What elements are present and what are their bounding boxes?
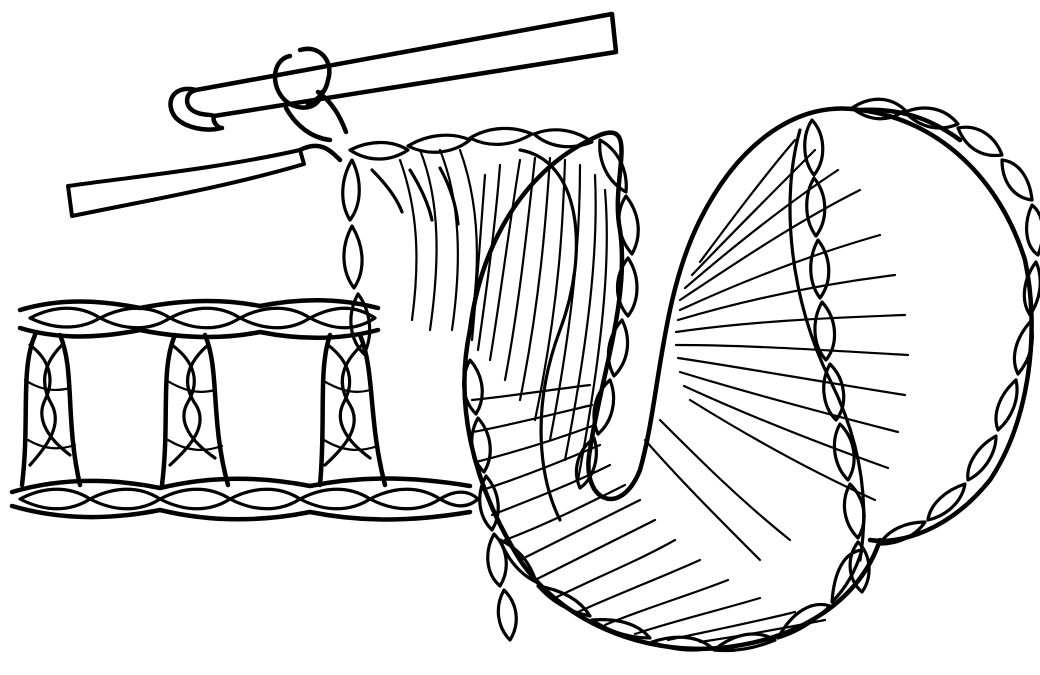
post-stitch-3	[320, 335, 385, 485]
top-chain-band	[20, 300, 378, 338]
crochet-hook	[170, 14, 616, 140]
post-stitch-1	[22, 335, 80, 485]
fan-lines-left-lobe	[472, 158, 607, 480]
working-yarn-tail	[68, 146, 340, 216]
foundation-chain	[12, 300, 478, 519]
spiral-stitch-fan	[343, 99, 1040, 650]
fan-lines-right-lobe	[645, 140, 908, 560]
right-lobe-rim-chain	[852, 99, 1040, 544]
post-stitch-2	[162, 335, 228, 485]
